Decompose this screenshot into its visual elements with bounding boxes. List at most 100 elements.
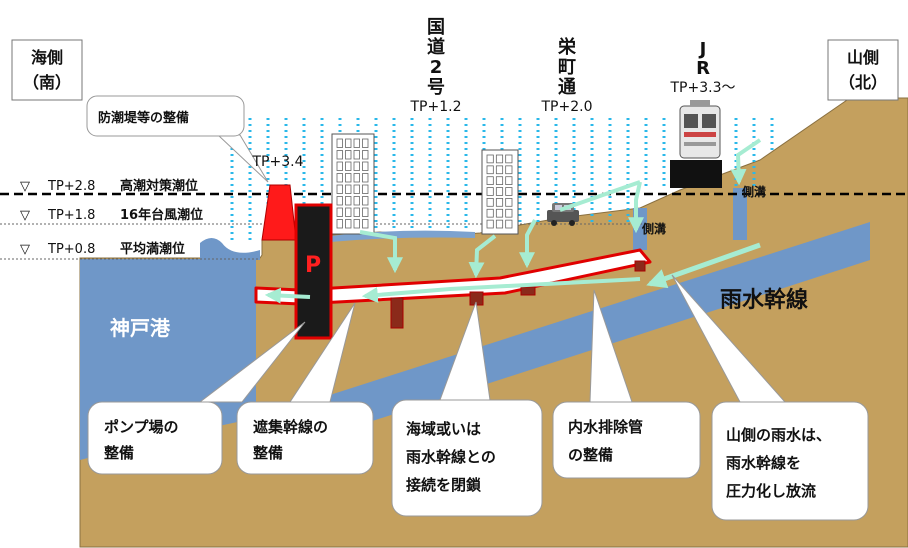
callout-text: 圧力化し放流 bbox=[726, 482, 816, 500]
building-window bbox=[345, 161, 352, 171]
route2-char: 号 bbox=[427, 77, 445, 98]
seawall-level: TP+3.4 bbox=[252, 154, 304, 170]
north-side-line1: 山側 bbox=[847, 48, 879, 67]
north-side-line2: （北） bbox=[839, 73, 887, 92]
callout-box bbox=[552, 401, 701, 479]
sakae-level: TP+2.0 bbox=[541, 99, 593, 115]
side-ditch-label: 側溝 bbox=[641, 221, 666, 236]
building-window bbox=[345, 138, 352, 148]
rainwater-trunk-culvert bbox=[258, 222, 870, 458]
callout-text: の整備 bbox=[568, 446, 613, 464]
callout-box bbox=[711, 401, 869, 521]
closure-valve bbox=[390, 297, 404, 329]
callout-text: 内水排除管 bbox=[568, 418, 643, 436]
building-window bbox=[345, 207, 352, 217]
callout-text: 整備 bbox=[253, 444, 283, 462]
building-window bbox=[353, 150, 360, 160]
building-window bbox=[336, 184, 343, 194]
building-window bbox=[486, 198, 494, 207]
level-mark: ▽ bbox=[20, 242, 30, 257]
building-window bbox=[495, 187, 504, 196]
building-window bbox=[495, 208, 504, 218]
closure-valve bbox=[634, 260, 646, 272]
side-ditch-upper bbox=[733, 188, 747, 240]
building-window bbox=[362, 207, 369, 217]
building-window bbox=[353, 184, 360, 194]
sakae-char: 町 bbox=[558, 57, 576, 78]
building-window bbox=[336, 173, 343, 183]
seawall-callout-box bbox=[86, 95, 245, 137]
building-middle bbox=[481, 149, 519, 235]
building-window bbox=[353, 196, 360, 206]
building-window bbox=[495, 176, 504, 185]
sakae-char: 通 bbox=[558, 77, 576, 98]
building-window bbox=[486, 219, 494, 229]
jr-level: TP+3.3～ bbox=[670, 80, 736, 96]
callout-text: 遮集幹線の bbox=[253, 418, 328, 436]
callout-text: 雨水幹線との bbox=[406, 448, 496, 466]
closure-valve bbox=[520, 286, 536, 296]
building-window bbox=[495, 154, 504, 164]
building-window bbox=[336, 196, 343, 206]
callout-text: 山側の雨水は、 bbox=[726, 426, 831, 444]
building-window bbox=[362, 173, 369, 183]
building-window bbox=[505, 154, 513, 164]
building-window bbox=[353, 138, 360, 148]
building-left bbox=[331, 133, 375, 235]
jr-char: R bbox=[696, 58, 710, 79]
building-window bbox=[362, 150, 369, 160]
south-side-box bbox=[11, 39, 83, 101]
building-window bbox=[486, 154, 494, 164]
callout-boxes: ポンプ場の 整備 遮集幹線の 整備 海域或いは 雨水幹線との 接続を閉鎖 内水排… bbox=[87, 399, 869, 521]
building-window bbox=[336, 150, 343, 160]
building-window bbox=[486, 187, 494, 196]
level-value: TP+2.8 bbox=[47, 179, 95, 194]
building-window bbox=[486, 165, 494, 175]
building-window bbox=[353, 207, 360, 217]
jr-char: J bbox=[698, 39, 707, 60]
callout-box bbox=[391, 399, 543, 517]
building-window bbox=[353, 161, 360, 171]
building-window bbox=[353, 173, 360, 183]
building-window bbox=[353, 219, 360, 229]
building-window bbox=[362, 196, 369, 206]
seawall bbox=[261, 184, 297, 241]
south-side-line2: （南） bbox=[23, 73, 71, 92]
building-window bbox=[505, 219, 513, 229]
flow-arrows bbox=[264, 138, 762, 304]
south-side-line1: 海側 bbox=[31, 48, 63, 67]
callout-text: 雨水幹線を bbox=[726, 454, 801, 472]
level-label: 高潮対策潮位 bbox=[120, 178, 198, 194]
callout-text: 接続を閉鎖 bbox=[406, 476, 482, 494]
building-body bbox=[331, 133, 375, 235]
callout-text: ポンプ場の bbox=[104, 418, 179, 436]
callout-text: 海域或いは bbox=[406, 420, 481, 438]
building-window bbox=[486, 208, 494, 218]
north-side-box bbox=[827, 39, 899, 101]
building-window bbox=[362, 161, 369, 171]
building-window bbox=[505, 187, 513, 196]
building-window bbox=[336, 138, 343, 148]
level-mark: ▽ bbox=[20, 179, 30, 194]
building-window bbox=[345, 150, 352, 160]
level-value: TP+0.8 bbox=[47, 242, 95, 257]
route2-char: 道 bbox=[427, 36, 445, 58]
callout-box bbox=[236, 401, 374, 475]
level-mark: ▽ bbox=[20, 208, 30, 223]
pump-station bbox=[294, 203, 333, 340]
route2-char: 2 bbox=[430, 57, 443, 78]
level-label: 平均満潮位 bbox=[120, 241, 185, 257]
building-window bbox=[495, 198, 504, 207]
route2-char: 国 bbox=[427, 17, 445, 38]
callout-pointers bbox=[198, 274, 787, 403]
route2-level: TP+1.2 bbox=[410, 99, 462, 115]
building-window bbox=[505, 208, 513, 218]
building-window bbox=[345, 219, 352, 229]
sakae-char: 栄 bbox=[557, 36, 577, 58]
building-window bbox=[336, 219, 343, 229]
building-window bbox=[505, 198, 513, 207]
level-label: 16年台風潮位 bbox=[120, 207, 203, 223]
building-window bbox=[336, 207, 343, 217]
